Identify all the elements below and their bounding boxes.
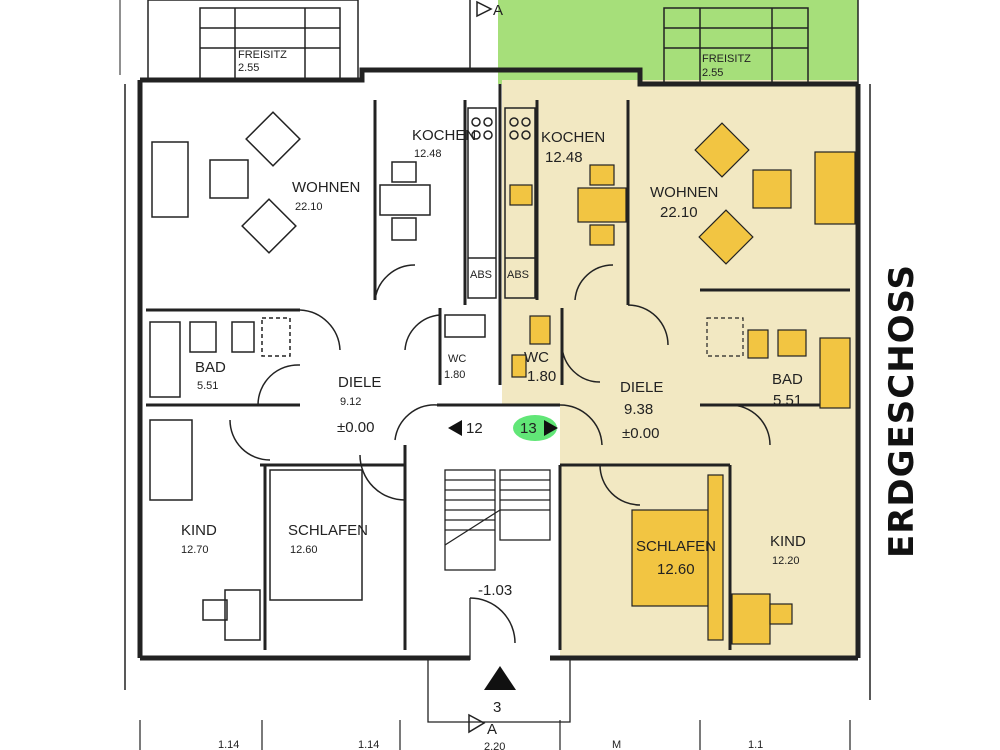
dimension-line xyxy=(139,720,851,750)
left-wc-area: 1.80 xyxy=(444,369,465,381)
right-wohnen-area: 22.10 xyxy=(660,204,698,221)
right-diele-area: 9.38 xyxy=(624,401,653,418)
left-kind-area: 12.70 xyxy=(181,544,209,556)
right-schlafen-label: SCHLAFEN xyxy=(636,538,716,555)
door-swings xyxy=(229,264,771,644)
left-freisitz-area: 2.55 xyxy=(238,62,259,74)
right-kind-label: KIND xyxy=(770,533,806,550)
door-13-arrow-icon xyxy=(544,420,558,436)
left-schlafen-label: SCHLAFEN xyxy=(288,522,368,539)
left-schlafen-area: 12.60 xyxy=(290,544,318,556)
right-furniture xyxy=(509,122,856,645)
left-furniture xyxy=(149,111,486,641)
right-wc-label: WC xyxy=(524,349,549,366)
right-kind-area: 12.20 xyxy=(772,555,800,567)
right-freisitz-label: FREISITZ xyxy=(702,53,751,65)
section-marker-top-icon xyxy=(476,0,493,18)
right-schlafen-area: 12.60 xyxy=(657,561,695,578)
right-abs-label: ABS xyxy=(507,269,529,281)
right-kochen-label: KOCHEN xyxy=(541,129,605,146)
left-abs-label: ABS xyxy=(470,269,492,281)
stair-number-label: 3 xyxy=(493,699,501,716)
left-wohnen-area: 22.10 xyxy=(295,201,323,213)
dim-label-1: 1.14 xyxy=(218,739,239,750)
dim-label-2: 1.14 xyxy=(358,739,379,750)
right-wohnen-label: WOHNEN xyxy=(650,184,718,201)
left-wc-label: WC xyxy=(448,353,466,365)
section-marker-bottom-icon xyxy=(468,713,486,734)
door-13-label: 13 xyxy=(520,420,537,437)
right-wc-area: 1.80 xyxy=(527,368,556,385)
left-freisitz-label: FREISITZ xyxy=(238,49,287,61)
right-freisitz-area: 2.55 xyxy=(702,67,723,79)
dim-label-4: M xyxy=(612,739,621,750)
staircase xyxy=(427,469,571,723)
left-diele-area: 9.12 xyxy=(340,396,361,408)
section-marker-bottom-label: A xyxy=(487,721,497,738)
stair-level-label: -1.03 xyxy=(478,582,512,599)
right-bad-label: BAD xyxy=(772,371,803,388)
right-kochen-area: 12.48 xyxy=(545,149,583,166)
section-marker-top-label: A xyxy=(493,2,503,19)
left-diele-label: DIELE xyxy=(338,374,381,391)
right-diele-label: DIELE xyxy=(620,379,663,396)
right-diele-level: ±0.00 xyxy=(622,425,659,442)
entrance-arrow-icon xyxy=(484,666,516,690)
door-12-arrow-icon xyxy=(448,420,462,436)
kitchen-counters xyxy=(467,107,536,299)
left-kind-label: KIND xyxy=(181,522,217,539)
right-bad-area: 5.51 xyxy=(773,392,802,409)
left-diele-level: ±0.00 xyxy=(337,419,374,436)
left-bad-label: BAD xyxy=(195,359,226,376)
left-wohnen-label: WOHNEN xyxy=(292,179,360,196)
dim-label-3: 2.20 xyxy=(484,741,505,750)
door-12-label: 12 xyxy=(466,420,483,437)
right-unit-area xyxy=(437,80,858,658)
freisitz-left-outline xyxy=(147,0,359,81)
outer-walls xyxy=(137,67,861,661)
dim-label-5: 1.1 xyxy=(748,739,763,750)
left-bad-area: 5.51 xyxy=(197,380,218,392)
left-kochen-area: 12.48 xyxy=(414,148,442,160)
floor-title: ERDGESCHOSS xyxy=(882,264,922,558)
left-kochen-label: KOCHEN xyxy=(412,127,476,144)
